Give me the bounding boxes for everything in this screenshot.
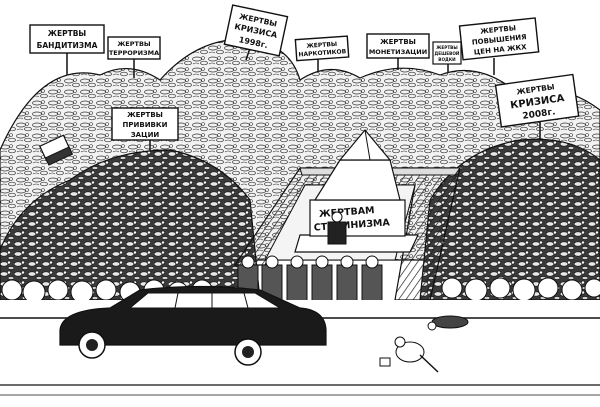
bulldozer — [39, 134, 74, 166]
sign-vaccination-line-1: ЖЕРТВЫ — [127, 111, 163, 119]
sign-terrorism: ЖЕРТВЫ ТЕРРОРИЗМА — [107, 36, 161, 60]
sign-vaccination-line-2: ПРИВИВКИ — [123, 121, 168, 129]
man-at-monument — [327, 211, 347, 245]
sign-monetization-line-1: ЖЕРТВЫ — [380, 38, 416, 46]
sign-prices-zhkh-line-1: ЖЕРТВЫ — [480, 24, 516, 36]
left-body-pile — [0, 149, 261, 301]
sign-prices-zhkh: ЖЕРТВЫ ПОВЫШЕНИЯ ЦЕН НА ЖКХ — [458, 17, 540, 61]
fallen-man — [427, 315, 469, 331]
sign-terrorism-line-2: ТЕРРОРИЗМА — [109, 49, 159, 57]
sign-terrorism-line-1: ЖЕРТВЫ — [117, 40, 151, 48]
sign-vaccination: ЖЕРТВЫ ПРИВИВКИ ЗАЦИИ — [111, 107, 179, 141]
sign-crisis-1998: ЖЕРТВЫ КРИЗИСА 1998г. — [223, 4, 289, 57]
sign-banditism-line-2: БАНДИТИЗМА — [37, 41, 98, 50]
road-worker — [379, 336, 439, 373]
limousine — [59, 285, 327, 366]
sign-cheap-vodka-line-1: ЖЕРТВЫ — [436, 45, 457, 50]
sign-cheap-vodka-line-3: ВОДКИ — [438, 57, 456, 62]
sign-banditism-line-1: ЖЕРТВЫ — [48, 29, 87, 38]
sign-crisis-2008-line-3: 2008г. — [522, 107, 556, 122]
sign-vaccination-line-3: ЗАЦИИ — [131, 131, 160, 139]
sign-cheap-vodka: ЖЕРТВЫ ДЕШЕВОЙ ВОДКИ — [432, 41, 462, 65]
sign-monetization: ЖЕРТВЫ МОНЕТИЗАЦИИ — [366, 33, 430, 59]
sign-cheap-vodka-line-2: ДЕШЕВОЙ — [435, 51, 460, 56]
sign-crisis-2008: ЖЕРТВЫ КРИЗИСА 2008г. — [494, 73, 580, 128]
sign-narcotics-line-2: НАРКОТИКОВ — [298, 48, 347, 58]
sign-narcotics: ЖЕРТВЫ НАРКОТИКОВ — [294, 35, 350, 62]
sign-narcotics-line-1: ЖЕРТВЫ — [306, 41, 337, 50]
sign-banditism: ЖЕРТВЫ БАНДИТИЗМА — [29, 24, 105, 54]
sign-monetization-line-2: МОНЕТИЗАЦИИ — [369, 48, 427, 56]
